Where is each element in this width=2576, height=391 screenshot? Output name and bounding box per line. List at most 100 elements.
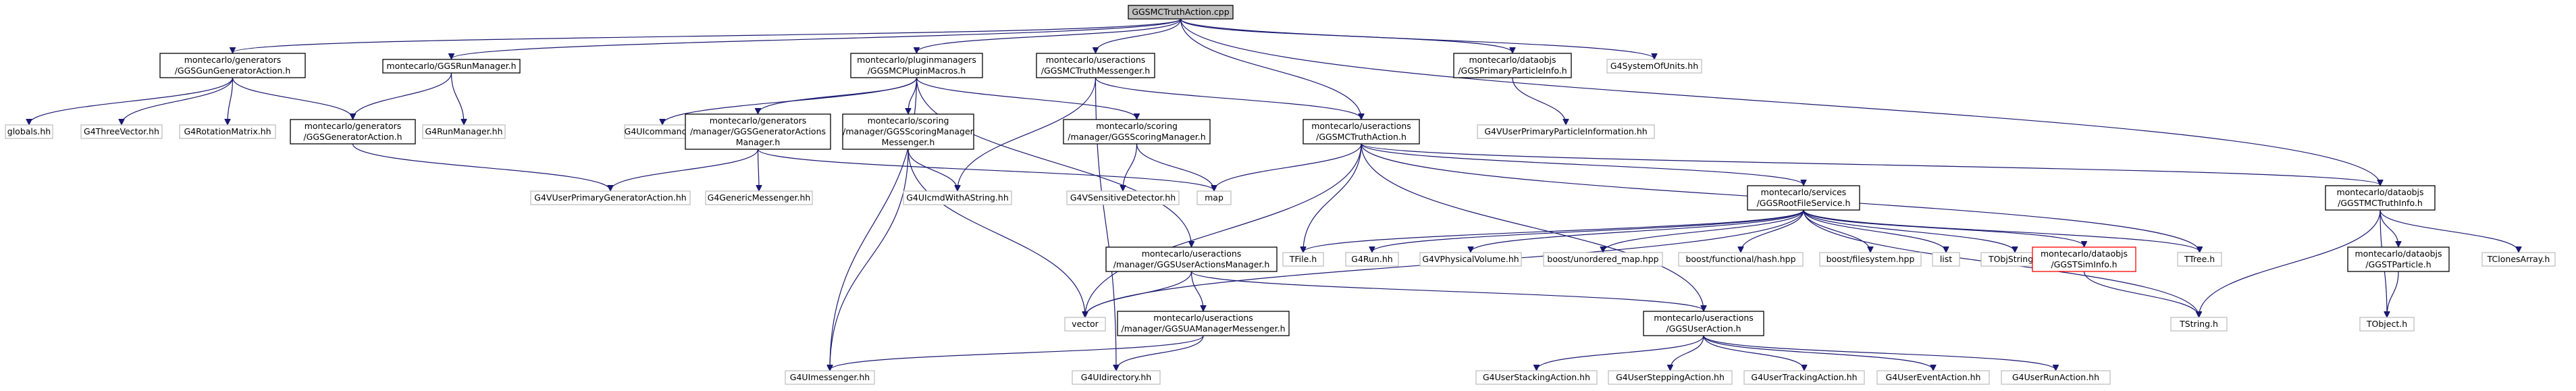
node-label: /GGSTParticle.h <box>2365 259 2431 269</box>
node-truthAction[interactable]: montecarlo/useractions/GGSMCTruthAction.… <box>1303 119 1420 145</box>
node-box <box>422 124 506 139</box>
node-box <box>1036 53 1155 78</box>
node-label: montecarlo/generators <box>184 55 282 65</box>
node-uiDirectory: G4UIdirectory.hh <box>1072 370 1161 385</box>
node-userAction[interactable]: montecarlo/useractions/GGSUserAction.h <box>1643 311 1764 336</box>
node-box <box>530 190 691 205</box>
node-tString: TString.h <box>2170 317 2228 332</box>
node-label: TObject.h <box>2366 319 2407 329</box>
node-label: /GGSMCPluginMacros.h <box>868 66 966 76</box>
edge-runMgr-to-generatorAction <box>353 72 452 119</box>
node-label: montecarlo/generators <box>305 121 402 131</box>
edge-genActionsMgr-to-genericMessenger <box>758 149 760 190</box>
node-primaryParticleInfo[interactable]: montecarlo/dataobjs/GGSPrimaryParticleIn… <box>1453 53 1572 78</box>
node-box <box>1543 252 1663 267</box>
edge-userAction-to-runAction <box>1703 335 2056 370</box>
node-label: map <box>1205 192 1224 203</box>
node-label: montecarlo/scoring <box>868 115 949 126</box>
node-rotationMatrix: G4RotationMatrix.hh <box>179 124 276 139</box>
node-gunGen[interactable]: montecarlo/generators/GGSGunGeneratorAct… <box>159 53 306 78</box>
node-eventAction: G4UserEventAction.hh <box>1876 370 1990 385</box>
node-label: /GGSTMCTruthInfo.h <box>2338 198 2423 208</box>
node-label: G4RotationMatrix.hh <box>184 126 271 136</box>
node-label: montecarlo/useractions <box>1142 249 1242 259</box>
node-pluginMacros[interactable]: montecarlo/pluginmanagers/GGSMCPluginMac… <box>850 53 983 78</box>
edge-uaMgrMessenger-to-uiMessenger <box>830 335 1204 370</box>
node-tParticle[interactable]: montecarlo/dataobjs/GGSTParticle.h <box>2347 246 2450 272</box>
node-g4Run: G4Run.hh <box>1345 252 1399 267</box>
node-tmcTruthInfo[interactable]: montecarlo/dataobjs/GGSTMCTruthInfo.h <box>2325 185 2436 211</box>
node-genActionsMgr[interactable]: montecarlo/generators/manager/GGSGenerat… <box>685 113 831 150</box>
edge-root-to-tmcTruthInfo <box>1180 18 2381 185</box>
node-stackingAction: G4UserStackingAction.hh <box>1475 370 1598 385</box>
node-map: map <box>1197 190 1232 205</box>
edge-userActionsMgr-to-uaMgrMessenger <box>1190 271 1204 311</box>
node-genericMessenger: G4GenericMessenger.hh <box>705 190 813 205</box>
node-box <box>159 53 306 78</box>
node-userPrimaryParticleInformation: G4VUserPrimaryParticleInformation.hh <box>1477 124 1655 139</box>
node-box <box>785 370 875 385</box>
edge-gunGen-to-threeVector <box>122 77 234 124</box>
node-tSimInfo[interactable]: montecarlo/dataobjs/GGSTSimInfo.h <box>2032 246 2136 272</box>
node-label: montecarlo/useractions <box>1654 313 1754 323</box>
node-uaMgrMessenger[interactable]: montecarlo/useractions/manager/GGSUAMana… <box>1117 311 1290 336</box>
node-box <box>1819 252 1922 267</box>
node-box <box>1606 59 1702 74</box>
node-label: G4UserSteppingAction.hh <box>1616 372 1725 382</box>
node-runMgr[interactable]: montecarlo/GGSRunManager.h <box>382 59 521 74</box>
edge-scoringMgrMessenger-to-uiMessenger <box>830 149 909 370</box>
node-label: G4UserStackingAction.hh <box>1483 372 1590 382</box>
node-list: list <box>1932 252 1960 267</box>
node-label: TTree.h <box>2184 254 2215 264</box>
edge-userAction-to-eventAction <box>1703 335 1933 370</box>
edge-genActionsMgr-to-userPrimaryGeneratorAction <box>610 149 759 190</box>
edge-gunGen-to-generatorAction <box>232 77 353 119</box>
node-box <box>1197 190 1232 205</box>
node-steppingAction: G4UserSteppingAction.hh <box>1608 370 1733 385</box>
node-functionalHash: boost/functional/hash.hpp <box>1678 252 1804 267</box>
edge-gunGen-to-globals <box>29 77 234 124</box>
edge-rootFileService-to-tObjString <box>1803 209 2015 252</box>
node-label: G4RunManager.hh <box>425 126 502 136</box>
edge-rootFileService-to-physicalVolume <box>1471 209 1804 252</box>
node-box <box>1643 311 1764 336</box>
node-userActionsMgr[interactable]: montecarlo/useractions/manager/GGSUserAc… <box>1105 246 1278 272</box>
edge-tParticle-to-tObject <box>2387 271 2399 317</box>
node-box <box>1876 370 1990 385</box>
edge-userAction-to-steppingAction <box>1671 335 1704 370</box>
node-label: montecarlo/generators <box>710 115 807 126</box>
node-label: G4VPhysicalVolume.hh <box>1422 254 1519 264</box>
node-systemOfUnits: G4SystemOfUnits.hh <box>1606 59 1702 74</box>
node-label: G4UserTrackingAction.hh <box>1751 372 1857 382</box>
edge-tSimInfo-to-tString <box>2083 271 2199 317</box>
node-label: list <box>1940 254 1952 264</box>
node-box <box>685 113 831 150</box>
node-label: /manager/GGSUAManagerMessenger.h <box>1121 323 1285 334</box>
node-label: boost/unordered_map.hpp <box>1547 254 1658 264</box>
node-truthMessenger[interactable]: montecarlo/useractions/GGSMCTruthMesseng… <box>1036 53 1155 78</box>
node-box <box>5 124 53 139</box>
edge-tmcTruthInfo-to-tClonesArray <box>2380 209 2519 252</box>
node-label: G4Run.hh <box>1351 254 1392 264</box>
node-generatorAction[interactable]: montecarlo/generators/GGSGeneratorAction… <box>290 119 416 145</box>
node-label: G4VUserPrimaryGeneratorAction.hh <box>534 192 686 203</box>
edge-rootFileService-to-list <box>1803 209 1946 252</box>
node-trackingAction: G4UserTrackingAction.hh <box>1743 370 1865 385</box>
node-box <box>179 124 276 139</box>
edge-truthMessenger-to-uicmdWithAString <box>957 77 1097 190</box>
node-box <box>1419 252 1522 267</box>
node-scoringMgrMessenger[interactable]: montecarlo/scoring/manager/GGSScoringMan… <box>842 113 974 150</box>
node-label: montecarlo/dataobjs <box>2041 249 2128 259</box>
node-label: Manager.h <box>736 137 781 147</box>
node-label: montecarlo/dataobjs <box>2355 249 2442 259</box>
node-box <box>1063 119 1211 145</box>
node-label: /GGSGeneratorAction.h <box>303 132 402 142</box>
node-label: /GGSMCTruthAction.h <box>1316 132 1407 142</box>
edge-root-to-systemOfUnits <box>1180 18 1655 59</box>
node-rootFileService[interactable]: montecarlo/services/GGSRootFileService.h <box>1747 185 1860 211</box>
node-label: /GGSGunGeneratorAction.h <box>175 66 291 76</box>
node-label: /GGSTSimInfo.h <box>2051 259 2117 269</box>
edge-genActionsMgr-to-map <box>757 149 1215 190</box>
node-scoringMgr[interactable]: montecarlo/scoring/manager/GGSScoringMan… <box>1063 119 1211 145</box>
node-label: montecarlo/dataobjs <box>1469 55 1556 65</box>
